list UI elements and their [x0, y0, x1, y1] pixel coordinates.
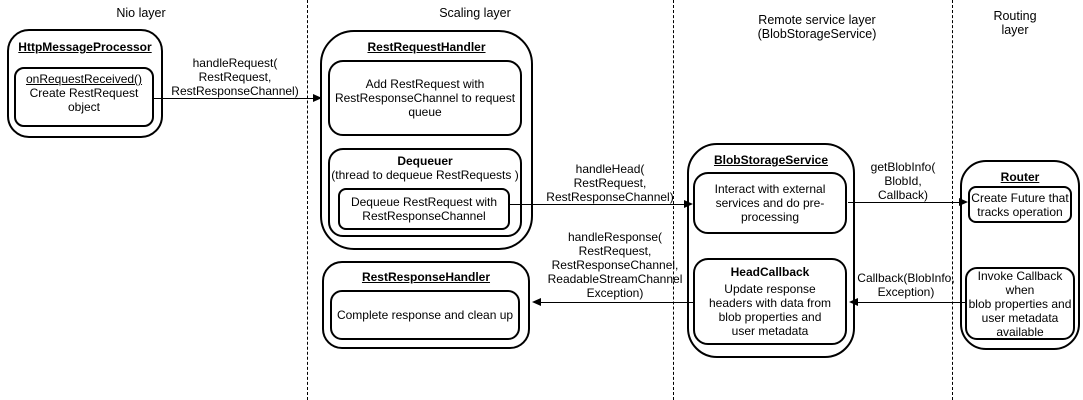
rest-response-handler-title: RestResponseHandler	[361, 270, 491, 284]
layer-separator-3	[952, 0, 953, 400]
dequeuer-title: Dequeuer	[397, 154, 453, 168]
get-blob-info-arrow-line	[848, 202, 959, 203]
on-request-received-desc: Create RestRequest object	[29, 86, 139, 114]
handle-response-arrow-line	[541, 302, 693, 303]
invoke-callback-text: Invoke Callback when blob properties and…	[968, 268, 1072, 339]
router-box: Router Create Future that tracks operati…	[960, 160, 1080, 350]
layer-label-remote: Remote service layer (BlobStorageService…	[757, 13, 877, 41]
router-title: Router	[1000, 170, 1040, 184]
handle-head-arrowhead-icon	[684, 200, 693, 208]
layer-label-nio: Nio layer	[116, 6, 166, 20]
callback-arrow-line	[858, 302, 966, 303]
complete-response-box: Complete response and clean up	[330, 290, 520, 340]
get-blob-info-arrowhead-icon	[959, 198, 968, 206]
blob-storage-service-title: BlobStorageService	[713, 153, 829, 167]
layer-label-routing: Routing layer	[993, 9, 1037, 37]
rest-request-handler-box: RestRequestHandler Add RestRequest with …	[320, 30, 533, 250]
handle-request-label: handleRequest( RestRequest, RestResponse…	[171, 56, 299, 98]
dequeuer-box: Dequeuer (thread to dequeue RestRequests…	[328, 148, 522, 237]
create-future-text: Create Future that tracks operation	[971, 190, 1069, 219]
handle-request-arrow-line	[152, 98, 313, 99]
layer-separator-2	[673, 0, 674, 400]
handle-response-arrowhead-icon	[532, 298, 541, 306]
http-message-processor-title: HttpMessageProcessor	[18, 40, 152, 54]
layer-separator-1	[307, 0, 308, 400]
add-request-queue-box: Add RestRequest with RestResponseChannel…	[328, 60, 522, 136]
dequeuer-subtitle: (thread to dequeue RestRequests )	[331, 168, 519, 182]
layer-label-scaling: Scaling layer	[439, 6, 511, 20]
callback-arrowhead-icon	[849, 298, 858, 306]
handle-head-label: handleHead( RestRequest, RestResponseCha…	[546, 162, 674, 204]
rest-response-handler-box: RestResponseHandler Complete response an…	[322, 261, 530, 349]
complete-response-text: Complete response and clean up	[336, 308, 514, 322]
add-request-queue-text: Add RestRequest with RestResponseChannel…	[334, 77, 516, 119]
get-blob-info-label: getBlobInfo( BlobId, Callback)	[870, 160, 936, 202]
create-future-box: Create Future that tracks operation	[968, 186, 1072, 223]
on-request-received-method: onRequestReceived()	[25, 72, 143, 86]
blob-storage-service-box: BlobStorageService Interact with externa…	[687, 143, 855, 358]
rest-request-handler-title: RestRequestHandler	[367, 40, 486, 54]
on-request-received-box: onRequestReceived() Create RestRequest o…	[14, 67, 154, 127]
dequeue-request-box: Dequeue RestRequest with RestResponseCha…	[338, 188, 510, 230]
handle-head-arrow-line	[508, 204, 684, 205]
interact-external-text: Interact with external services and do p…	[714, 182, 826, 224]
head-callback-text: Update response headers with data from b…	[708, 282, 832, 338]
head-callback-box: HeadCallback Update response headers wit…	[693, 258, 847, 345]
dequeue-request-text: Dequeue RestRequest with RestResponseCha…	[350, 195, 498, 223]
invoke-callback-box: Invoke Callback when blob properties and…	[965, 267, 1075, 340]
http-message-processor-box: HttpMessageProcessor onRequestReceived()…	[7, 29, 163, 138]
handle-response-label: handleResponse( RestRequest, RestRespons…	[547, 230, 683, 300]
handle-request-arrowhead-icon	[313, 94, 322, 102]
interact-external-box: Interact with external services and do p…	[693, 172, 847, 234]
callback-label: Callback(BlobInfo, Exception)	[857, 271, 955, 299]
head-callback-title: HeadCallback	[730, 265, 810, 279]
